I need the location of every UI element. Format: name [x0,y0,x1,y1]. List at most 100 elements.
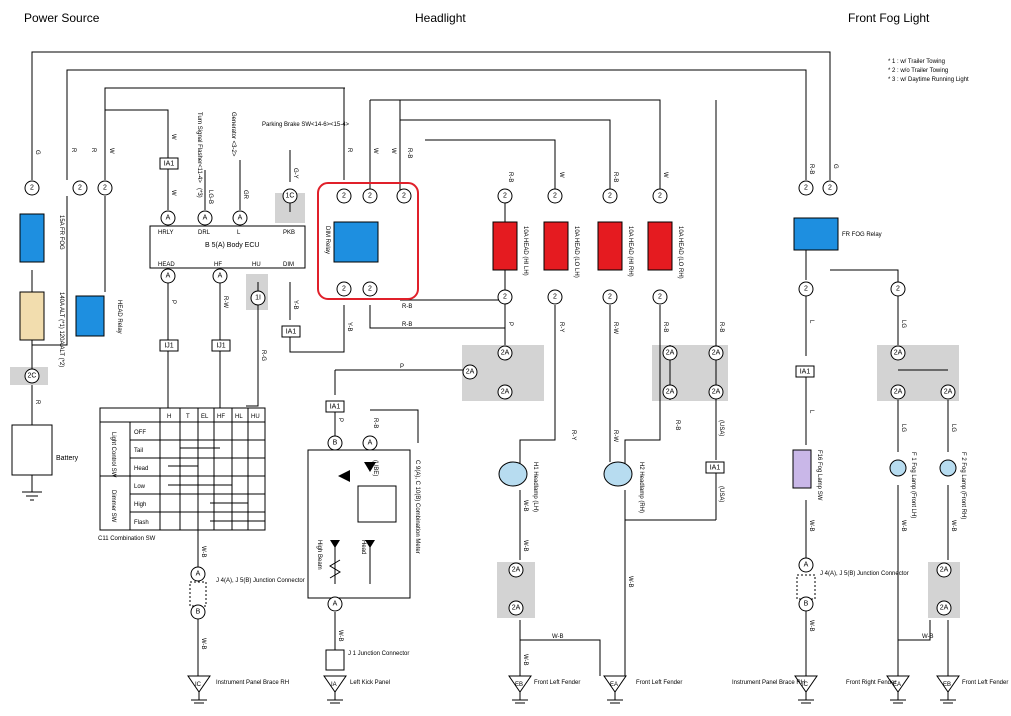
ground-ic-fog-code: IC [802,682,809,688]
meter-label: C 9(A), C 10(B) Combination Meter [414,460,420,554]
svg-text:2: 2 [503,294,507,301]
body-ecu-label: B 5(A) Body ECU [205,242,259,249]
wire-label-lg-b: LG-B [207,190,213,204]
svg-text:2A: 2A [666,350,675,357]
connector-pin: 2A [936,562,952,578]
wire-label-p: P [507,322,513,326]
ground-icon [22,491,42,501]
svg-text:2C: 2C [28,373,37,380]
connector-pin: 2 [336,188,352,204]
meter-relay-box [357,485,397,523]
svg-text:2: 2 [342,193,346,200]
sw-col-h: H [167,414,171,420]
svg-text:A: A [166,273,171,280]
wire-label-w: W [372,148,378,154]
ground-eb-fog-code: EB [943,682,951,688]
fog-lamp-switch [792,449,812,489]
svg-text:IA1: IA1 [710,465,721,472]
j1-connector [325,649,345,671]
svg-text:2A: 2A [501,389,510,396]
wire-label-b: R [34,400,40,405]
fuse-fr-fog [19,213,45,263]
fog-sw-label: F16 Fog Lamp SW [816,450,822,501]
headlamp-rh-label: H2 Headlamp (RH) [638,462,644,513]
header-headlight: Headlight [415,11,466,25]
ground-ic-label: Instrument Panel Brace RH [216,680,289,686]
diode-icon [364,462,376,472]
fog-lamp-rh [939,459,957,477]
wire-label-w-b: W-B [200,546,206,558]
connector-pin: 2A [508,562,524,578]
junction-fog-label: J 4(A), J 5(B) Junction Connector [820,571,909,577]
fuse-alt [19,291,45,341]
wire-label-w-b: W-B [200,638,206,650]
wire-label-w-b: W-B [552,634,564,640]
wire-label-r-b: R-B [662,322,668,332]
sw-group-dimmer: Dimmer SW [110,490,116,523]
sw-row-head: Head [134,466,148,472]
connector-pin: A [197,210,213,226]
connector-pin: A [190,566,206,582]
combination-switch [99,407,266,531]
fuse-head-lo-rh [647,221,673,271]
fuse-head-lo-rh-label: 10A HEAD (LO RH) [677,226,683,279]
wire-label-r-b: R-B [612,172,618,182]
svg-text:2A: 2A [894,350,903,357]
ecu-pin-drl: DRL [198,230,211,236]
svg-text:B: B [804,601,809,608]
svg-text:IJ1: IJ1 [164,343,173,350]
junction-label: J 4(A), J 5(B) Junction Connector [216,578,305,584]
sw-col-hl: HL [235,414,243,420]
svg-text:2A: 2A [712,389,721,396]
fuse-head-hi-lh [492,221,518,271]
ground-eb-code: EB [515,682,523,688]
wire-label-usa: (USA) [718,420,724,436]
connector-pin: 2 [97,180,113,196]
wire-label-w: W [390,148,396,154]
ground-eb-fog [936,675,960,704]
connector-pin: 2A [662,384,678,400]
ground-ea-code: EA [610,682,618,688]
ecu-pin-hf: HF [214,262,222,268]
wire-label-lg: LG [900,424,906,432]
fog-rh-label: F 2 Fog Lamp (Front RH) [960,452,966,519]
svg-text:A: A [804,562,809,569]
ground-ic-code: IC [195,682,202,688]
svg-text:2A: 2A [894,389,903,396]
header-front-fog-light: Front Fog Light [848,11,930,25]
connector-pin: 2A [708,345,724,361]
connector-box: IA1 [325,400,345,413]
parking-brake-label: Parking Brake SW<14-6><15-4> [262,122,350,128]
connector-box: IA1 [281,325,301,338]
ground-ea-fog-code: EA [893,682,901,688]
connector-pin: A [160,210,176,226]
svg-text:A: A [203,215,208,222]
connector-pin: 2 [396,188,412,204]
wire-label-r-b: R-B [402,304,412,310]
wire-label-r-b: R-B [507,172,513,182]
fog-lh-label: F 1 Fog Lamp (Front LH) [910,452,916,518]
connector-pin: 2A [708,384,724,400]
ground-ea-fog [886,675,910,704]
connector-pin: 2 [72,180,88,196]
ecu-pin-l: L [237,230,241,236]
wire-label-r-w: R-W [612,430,618,442]
connector-box: IA1 [795,365,815,378]
connector-pin: A [160,268,176,284]
connector-pin: A [212,268,228,284]
svg-text:A: A [166,215,171,222]
comb-sw-label: C11 Combination SW [98,536,156,542]
wire-label-g: G [832,164,838,169]
svg-text:2: 2 [896,286,900,293]
wire-label-r: R [346,148,352,153]
fuse-head-lo-lh-label: 10A HEAD (LO LH) [573,226,579,278]
connector-pin: B [327,435,343,451]
connector-pin: B [190,604,206,620]
wire-label-l: L [808,410,814,414]
fog-lamp-lh [889,459,907,477]
svg-text:2: 2 [342,286,346,293]
head-relay-label: HEAD Relay [116,300,122,334]
ground-eb [508,675,532,704]
svg-text:A: A [238,215,243,222]
